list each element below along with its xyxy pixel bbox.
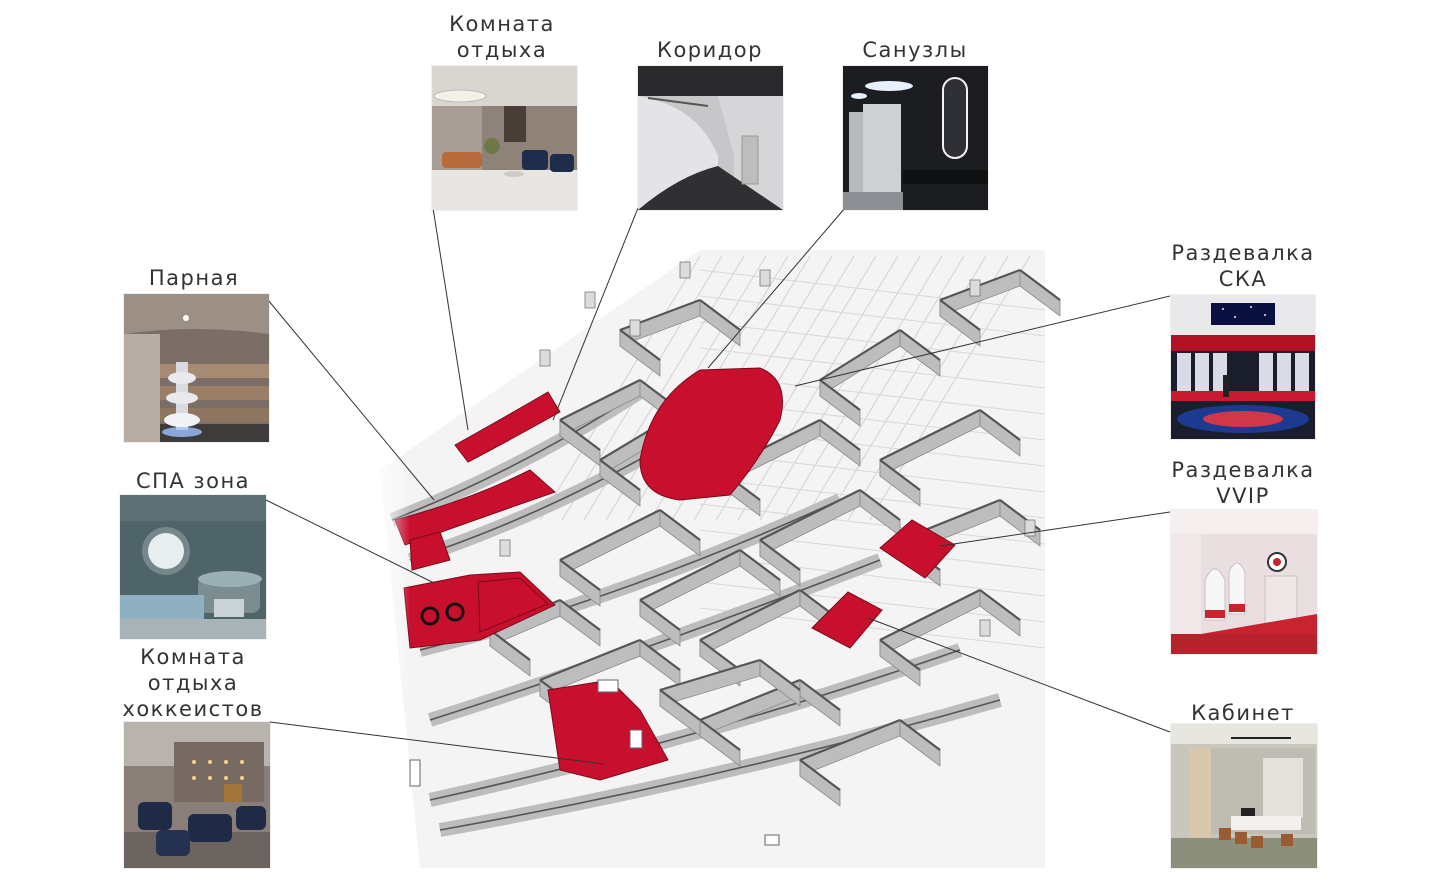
label-players-rest: Комната отдыха хоккеистов [122, 645, 264, 721]
plan-wall-top [699, 589, 801, 641]
plan-grid-line [699, 581, 1046, 623]
plan-wall-top [759, 659, 801, 691]
plan-fixture [409, 759, 421, 787]
plan-wall-top [559, 599, 601, 631]
plan-column [679, 261, 691, 279]
plan-wall-top [979, 589, 1021, 621]
label-restrooms: Санузлы [862, 38, 968, 62]
plan-wall-top [1019, 269, 1061, 301]
plan-wall-top [559, 419, 601, 451]
plan-wall-top [759, 539, 801, 571]
plan-wall-top [539, 638, 641, 682]
plan-column [1024, 519, 1036, 537]
zone-steam-room [394, 469, 556, 546]
plan-wall-top [799, 679, 841, 711]
plan-walls [380, 250, 1061, 868]
plan-wall-top [699, 639, 741, 671]
plan-wall-top [699, 719, 741, 751]
label-corridor: Коридор [657, 38, 763, 62]
corridor-photo [638, 66, 783, 210]
plan-column [584, 291, 596, 309]
plan-wall-top [639, 549, 741, 601]
zone-ska-locker [639, 367, 783, 501]
label-vvip-locker: Раздевалка VVIP [1171, 458, 1315, 508]
plan-fixture [764, 834, 780, 846]
label-spa: СПА зона [135, 469, 251, 493]
plan-column [759, 269, 771, 287]
plan-curved-wall-edge [429, 559, 881, 721]
plan-wall-top [979, 409, 1021, 441]
plan-wall-top [559, 509, 661, 561]
plan-wall-top [489, 629, 531, 661]
spa-photo [120, 495, 266, 639]
players-lounge-photo [124, 722, 270, 868]
plan-column [629, 319, 641, 337]
sauna-photo [124, 294, 269, 442]
plan-wall-top [559, 559, 601, 591]
plan-column [969, 279, 981, 297]
plan-fixture [597, 679, 619, 693]
plan-hot-tub [445, 602, 465, 622]
zone-spa-pool [477, 577, 549, 633]
plan-edge-fade [370, 440, 410, 870]
locker-room-photo [1171, 295, 1315, 439]
plan-wall-top [799, 759, 841, 791]
plan-wall-top [759, 489, 861, 541]
plan-wall-top [879, 459, 921, 491]
restroom-photo [843, 66, 988, 210]
label-ska-locker: Раздевалка СКА [1171, 241, 1315, 291]
label-office: Кабинет [1191, 701, 1295, 725]
plan-wall-top [859, 489, 901, 521]
plan-wall-top [819, 419, 861, 451]
lounge-photo [432, 66, 577, 210]
plan-wall-top [739, 549, 781, 581]
plan-wall-top [639, 639, 681, 671]
plan-wall-top [659, 509, 701, 541]
plan-column [499, 539, 511, 557]
plan-wall-top [599, 459, 641, 491]
zone-office [811, 591, 883, 649]
plan-fixture [629, 729, 643, 749]
plan-column [979, 619, 991, 637]
plan-highlighted-zones [394, 367, 956, 781]
plan-wall-top [879, 409, 981, 461]
plan-hot-tub [420, 606, 440, 626]
label-rest-room: Комната отдыха [449, 12, 555, 62]
vip-locker-photo [1171, 510, 1317, 654]
office-photo [1171, 724, 1317, 868]
plan-wall-top [659, 689, 701, 721]
label-steam-room: Парная [148, 266, 240, 290]
plan-wall-top [639, 599, 681, 631]
plan-wall-top [659, 658, 761, 692]
plan-column [539, 349, 551, 367]
